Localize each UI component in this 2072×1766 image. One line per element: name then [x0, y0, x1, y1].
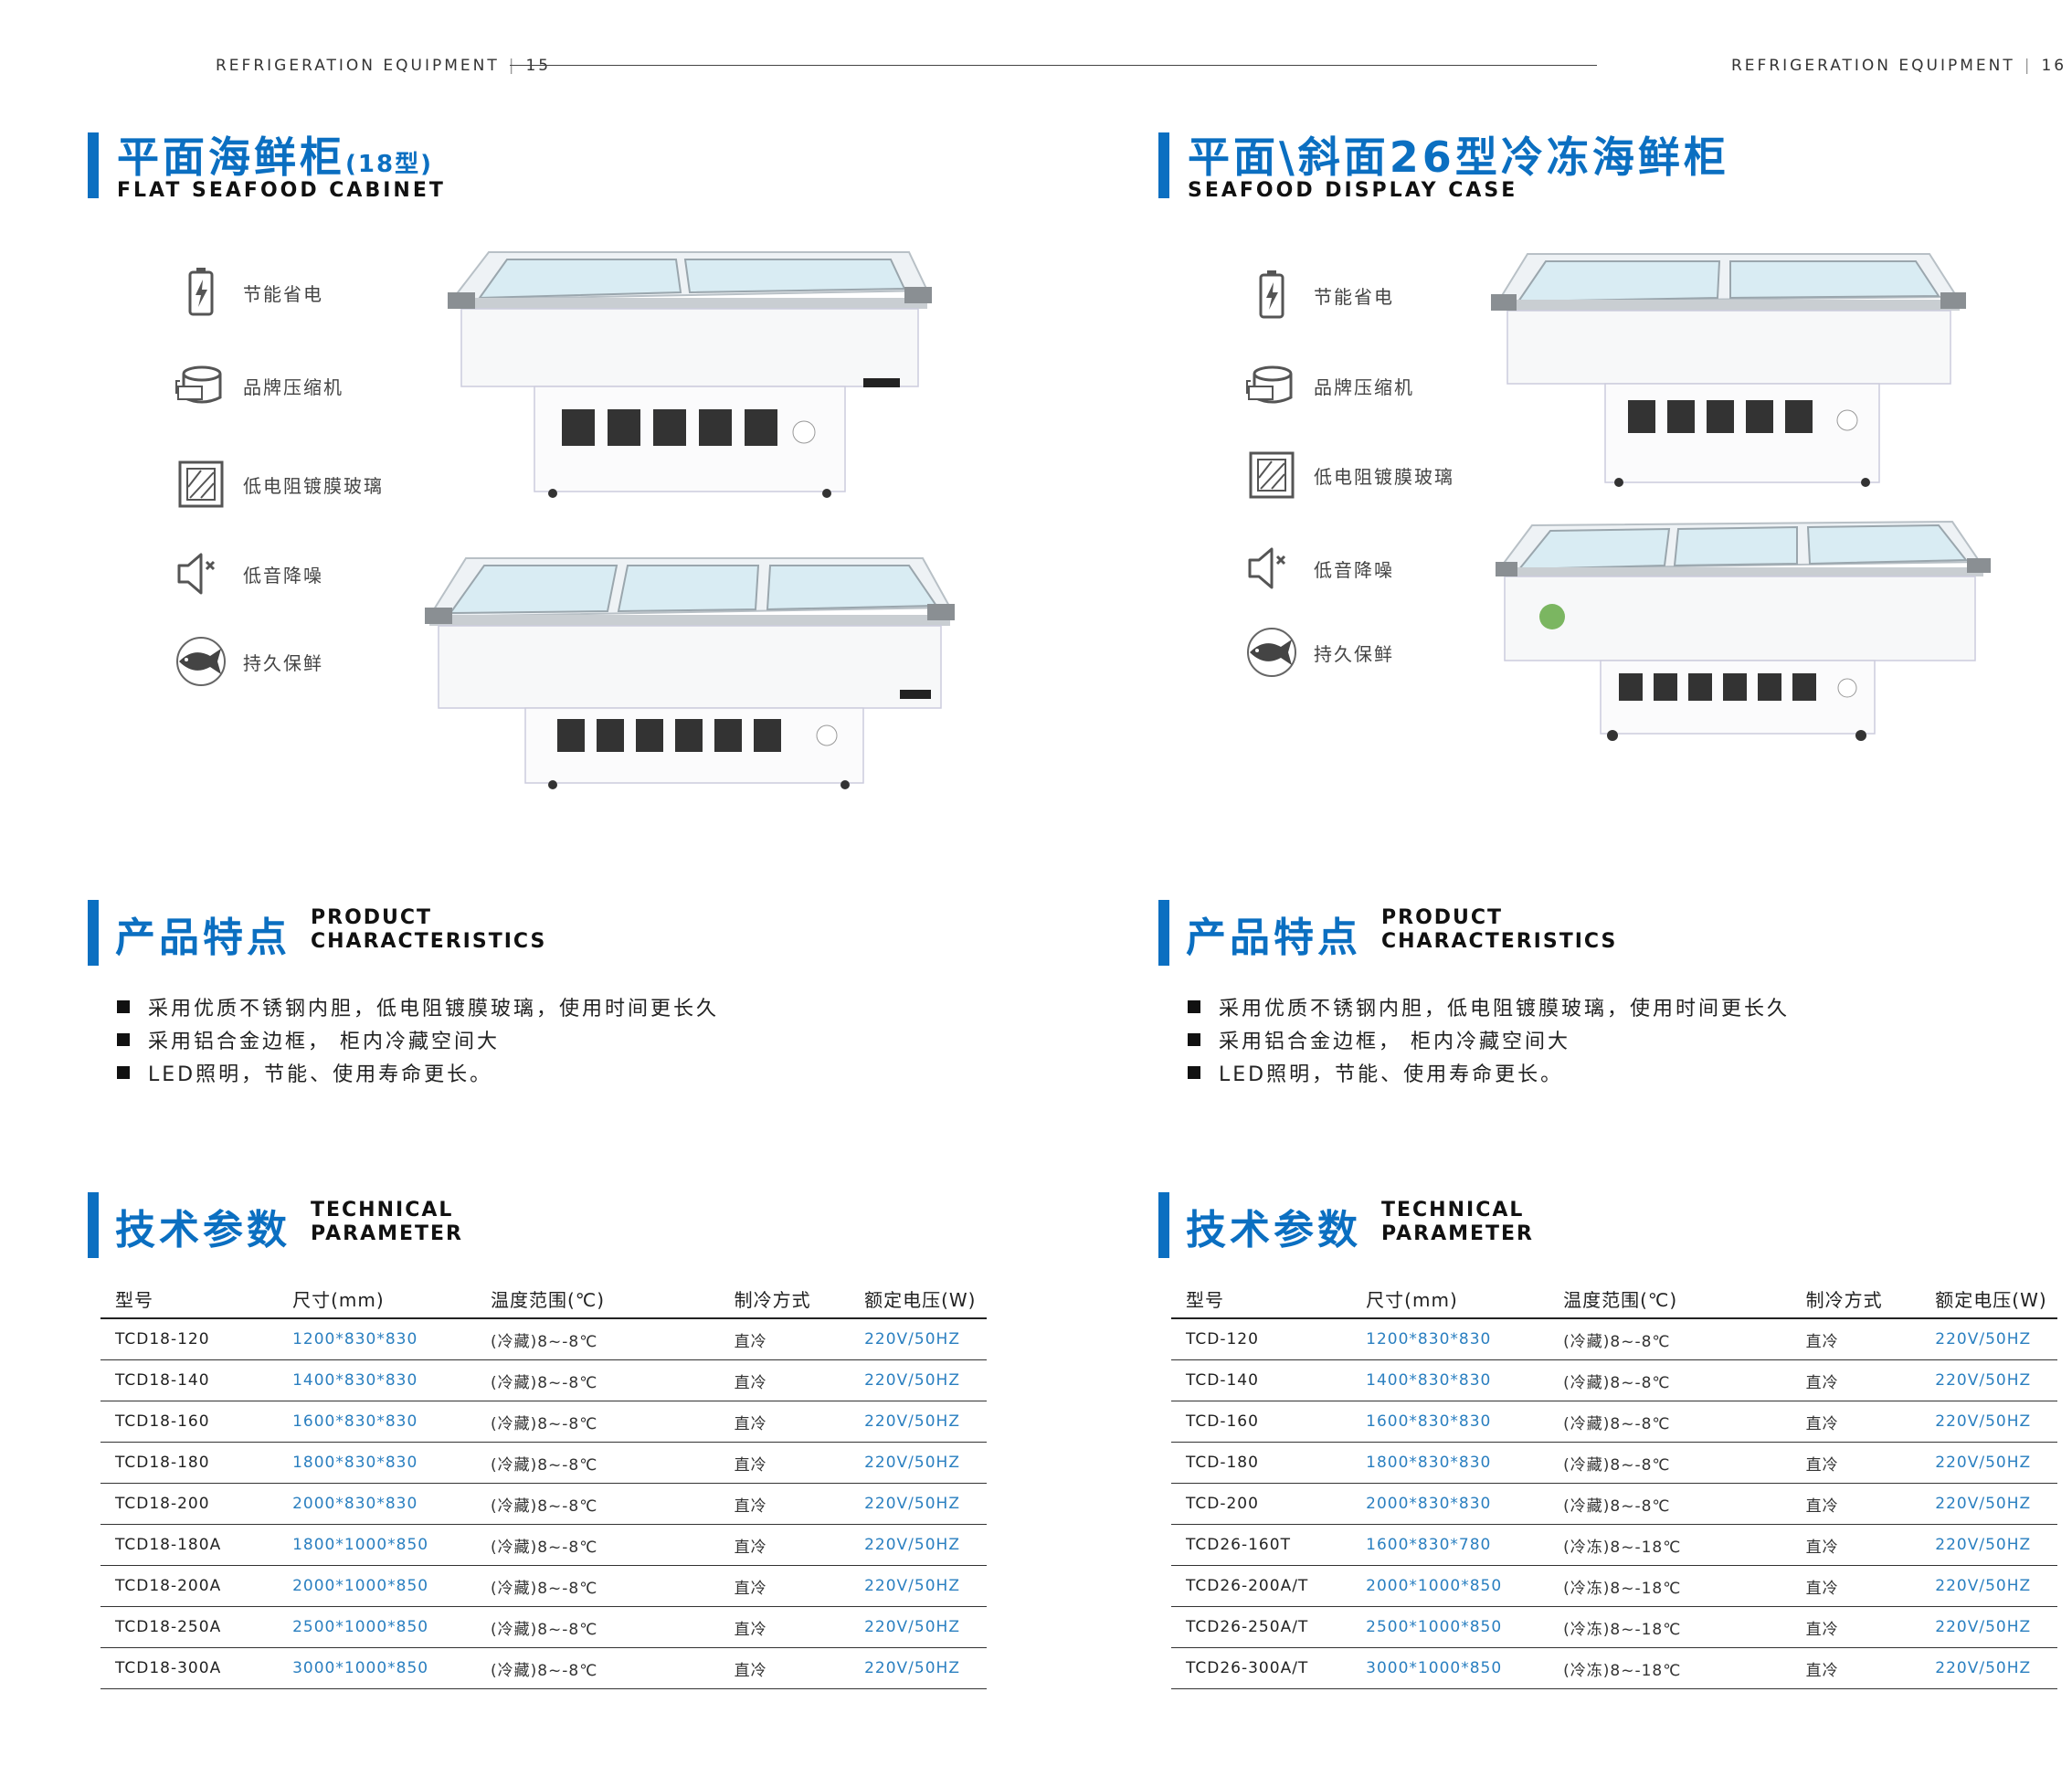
speaker-mute-icon [1244, 541, 1299, 596]
feature-freshness: 持久保鲜 [174, 634, 323, 689]
feature-low-noise: 低音降噪 [174, 546, 323, 601]
feature-label: 低电阻镀膜玻璃 [1314, 465, 1454, 488]
col-header-size: 尺寸(mm) [278, 1279, 476, 1319]
speaker-mute-icon [174, 546, 228, 601]
feature-energy-saving: 节能省电 [174, 265, 323, 320]
feature-label: 低电阻镀膜玻璃 [243, 474, 384, 497]
product-title: 平面\斜面26型冷冻海鲜柜 [1188, 132, 1729, 182]
product-title: 平面海鲜柜(18型) [117, 132, 433, 182]
table-header-row: 型号 尺寸(mm) 温度范围(℃) 制冷方式 额定电压(W) [100, 1279, 987, 1319]
col-header-voltage: 额定电压(W) [850, 1279, 987, 1319]
col-header-temp: 温度范围(℃) [475, 1279, 720, 1319]
feature-low-e-glass: 低电阻镀膜玻璃 [174, 457, 384, 512]
characteristics-list: 采用优质不锈钢内胆，低电阻镀膜玻璃，使用时间更长久 采用铝合金边框， 柜内冷藏空… [117, 990, 719, 1089]
feature-label: 持久保鲜 [1314, 642, 1394, 665]
col-header-size: 尺寸(mm) [1351, 1279, 1549, 1319]
characteristics-list: 采用优质不锈钢内胆，低电阻镀膜玻璃，使用时间更长久 采用铝合金边框， 柜内冷藏空… [1188, 990, 1790, 1089]
compressor-icon [174, 358, 228, 413]
glass-panel-icon [1244, 448, 1299, 502]
glass-panel-icon [174, 457, 228, 512]
feature-low-noise: 低音降噪 [1244, 541, 1394, 596]
title-accent-bar [88, 132, 99, 198]
parameters-accent-bar [88, 1192, 99, 1258]
characteristics-title: 产品特点 [1186, 915, 1361, 961]
list-item: 采用铝合金边框， 柜内冷藏空间大 [1188, 1023, 1790, 1056]
fish-icon [174, 634, 228, 689]
col-header-temp: 温度范围(℃) [1549, 1279, 1792, 1319]
flat-seafood-cabinet-image-1 [448, 251, 932, 498]
feature-low-e-glass: 低电阻镀膜玻璃 [1244, 448, 1454, 502]
product-title-en: SEAFOOD DISPLAY CASE [1188, 179, 1518, 202]
running-header-right: REFRIGERATION EQUIPMENT|16 [1731, 57, 2067, 75]
title-accent-bar [1158, 132, 1169, 198]
characteristics-title: 产品特点 [115, 915, 291, 961]
list-item: 采用铝合金边框， 柜内冷藏空间大 [117, 1023, 719, 1056]
header-rule [510, 65, 1597, 66]
feature-label: 低音降噪 [1314, 558, 1394, 581]
feature-label: 持久保鲜 [243, 651, 323, 674]
battery-bolt-icon [174, 265, 228, 320]
list-item: LED照明，节能、使用寿命更长。 [1188, 1056, 1790, 1089]
feature-freshness: 持久保鲜 [1244, 625, 1394, 680]
spec-table: 型号 尺寸(mm) 温度范围(℃) 制冷方式 额定电压(W) TCD18-120… [100, 1279, 987, 1689]
col-header-model: 型号 [100, 1279, 279, 1319]
feature-compressor: 品牌压缩机 [174, 358, 344, 413]
feature-label: 节能省电 [1314, 285, 1394, 308]
page-left: 平面海鲜柜(18型) FLAT SEAFOOD CABINET 节能省电 品牌压… [88, 132, 987, 1689]
seafood-display-case-image-2 [1496, 520, 1991, 741]
feature-label: 低音降噪 [243, 564, 323, 587]
parameters-title: 技术参数 [1186, 1207, 1361, 1253]
col-header-voltage: 额定电压(W) [1920, 1279, 2057, 1319]
col-header-cooling: 制冷方式 [1791, 1279, 1921, 1319]
flat-seafood-cabinet-image-2 [425, 557, 955, 789]
feature-label: 节能省电 [243, 282, 323, 305]
list-item: LED照明，节能、使用寿命更长。 [117, 1056, 719, 1089]
feature-label: 品牌压缩机 [1314, 375, 1414, 398]
col-header-model: 型号 [1171, 1279, 1352, 1319]
parameters-title: 技术参数 [115, 1207, 291, 1253]
feature-compressor: 品牌压缩机 [1244, 358, 1414, 413]
list-item: 采用优质不锈钢内胆，低电阻镀膜玻璃，使用时间更长久 [117, 990, 719, 1023]
running-header-left: REFRIGERATION EQUIPMENT|15 [216, 57, 552, 75]
fish-icon [1244, 625, 1299, 680]
table-header-row: 型号 尺寸(mm) 温度范围(℃) 制冷方式 额定电压(W) [1171, 1279, 2057, 1319]
battery-bolt-icon [1244, 268, 1299, 323]
feature-label: 品牌压缩机 [243, 375, 344, 398]
seafood-display-case-image-1 [1491, 253, 1966, 487]
compressor-icon [1244, 358, 1299, 413]
parameters-accent-bar [1158, 1192, 1169, 1258]
list-item: 采用优质不锈钢内胆，低电阻镀膜玻璃，使用时间更长久 [1188, 990, 1790, 1023]
characteristics-accent-bar [88, 900, 99, 966]
product-title-en: FLAT SEAFOOD CABINET [117, 179, 446, 202]
characteristics-accent-bar [1158, 900, 1169, 966]
feature-energy-saving: 节能省电 [1244, 268, 1394, 323]
col-header-cooling: 制冷方式 [719, 1279, 851, 1319]
page-right: 平面\斜面26型冷冻海鲜柜 SEAFOOD DISPLAY CASE 节能省电 … [1071, 0, 2072, 1766]
